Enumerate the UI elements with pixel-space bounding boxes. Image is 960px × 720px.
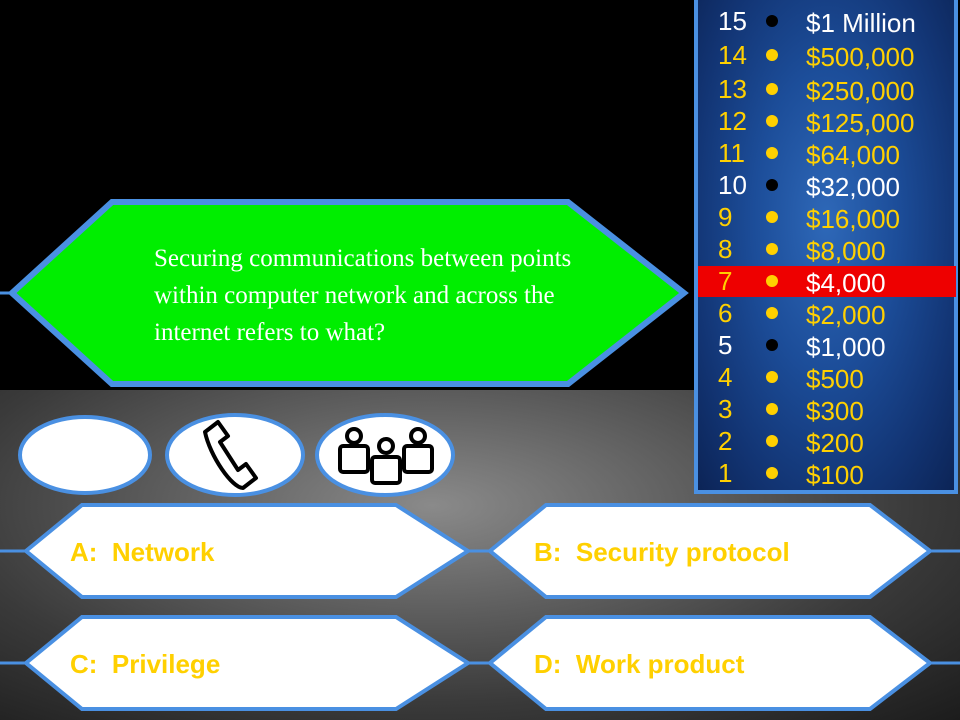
level-dot-icon [766,211,778,223]
level-dot-icon [766,49,778,61]
ladder-level-1: 1 $100 [698,458,956,490]
ladder-level-13: 13 $250,000 [698,74,956,106]
level-amount: $500 [806,364,864,394]
level-dot-icon [766,179,778,191]
ladder-level-15: 15 $1 Million [698,6,956,38]
level-number: 5 [718,330,733,360]
level-number: 3 [718,394,733,424]
level-number: 14 [718,40,747,70]
ladder-level-8: 8 $8,000 [698,234,956,266]
question-panel [7,199,689,387]
level-amount: $125,000 [806,108,915,138]
level-amount: $1 Million [806,8,916,38]
level-amount: $100 [806,460,864,490]
fifty-fifty-label: 50/50 [48,438,111,466]
level-amount: $200 [806,428,864,458]
phone-lifeline[interactable] [165,413,305,497]
ladder-level-10: 10 $32,000 [698,170,956,202]
answer-c-text: C: Privilege [70,649,221,679]
level-amount: $64,000 [806,140,900,170]
level-amount: $8,000 [806,236,886,266]
ladder-level-12: 12 $125,000 [698,106,956,138]
level-number: 12 [718,106,747,136]
level-amount: $300 [806,396,864,426]
ladder-level-5: 5 $1,000 [698,330,956,362]
level-dot-icon [766,243,778,255]
question-text: Securing communications between points w… [154,245,572,346]
audience-icon [338,427,434,485]
level-amount: $1,000 [806,332,886,362]
level-dot-icon [766,339,778,351]
level-dot-icon [766,83,778,95]
level-amount: $2,000 [806,300,886,330]
level-amount: $250,000 [806,76,915,106]
level-dot-icon [766,15,778,27]
level-amount: $500,000 [806,42,915,72]
level-dot-icon [766,403,778,415]
level-dot-icon [766,467,778,479]
level-number: 7 [718,266,733,296]
level-dot-icon [766,147,778,159]
level-dot-icon [766,435,778,447]
level-number: 8 [718,234,733,264]
fifty-fifty-lifeline[interactable] [18,415,152,495]
level-number: 4 [718,362,733,392]
ladder-level-3: 3 $300 [698,394,956,426]
ladder-level-14: 14 $500,000 [698,40,956,72]
level-amount: $32,000 [806,172,900,202]
ladder-level-6: 6 $2,000 [698,298,956,330]
level-number: 6 [718,298,733,328]
answer-a-text: A: Network [70,537,215,567]
level-dot-icon [766,371,778,383]
money-ladder: 15$1 Million 14$500,000 13$250,000 12$12… [694,0,958,494]
level-amount: $16,000 [806,204,900,234]
ladder-level-2: 2 $200 [698,426,956,458]
level-number: 13 [718,74,747,104]
level-dot-icon [766,115,778,127]
level-number: 15 [718,6,747,36]
level-amount: $4,000 [806,268,886,298]
level-number: 10 [718,170,747,200]
ladder-level-9: 9 $16,000 [698,202,956,234]
answer-d-text: D: Work product [534,649,745,679]
answer-b-panel[interactable] [486,503,934,599]
ladder-level-7: 7 $4,000 [698,266,956,298]
level-number: 1 [718,458,733,488]
level-number: 11 [718,138,745,168]
level-dot-icon [766,307,778,319]
answer-c-panel[interactable] [22,615,472,711]
answer-a-panel[interactable] [22,503,472,599]
phone-icon [203,420,258,490]
level-number: 2 [718,426,733,456]
ladder-level-11: 11 $64,000 [698,138,956,170]
answer-d-panel[interactable] [486,615,934,711]
level-number: 9 [718,202,733,232]
level-dot-icon [766,275,778,287]
ladder-level-4: 4 $500 [698,362,956,394]
answer-b-text: B: Security protocol [534,537,790,567]
